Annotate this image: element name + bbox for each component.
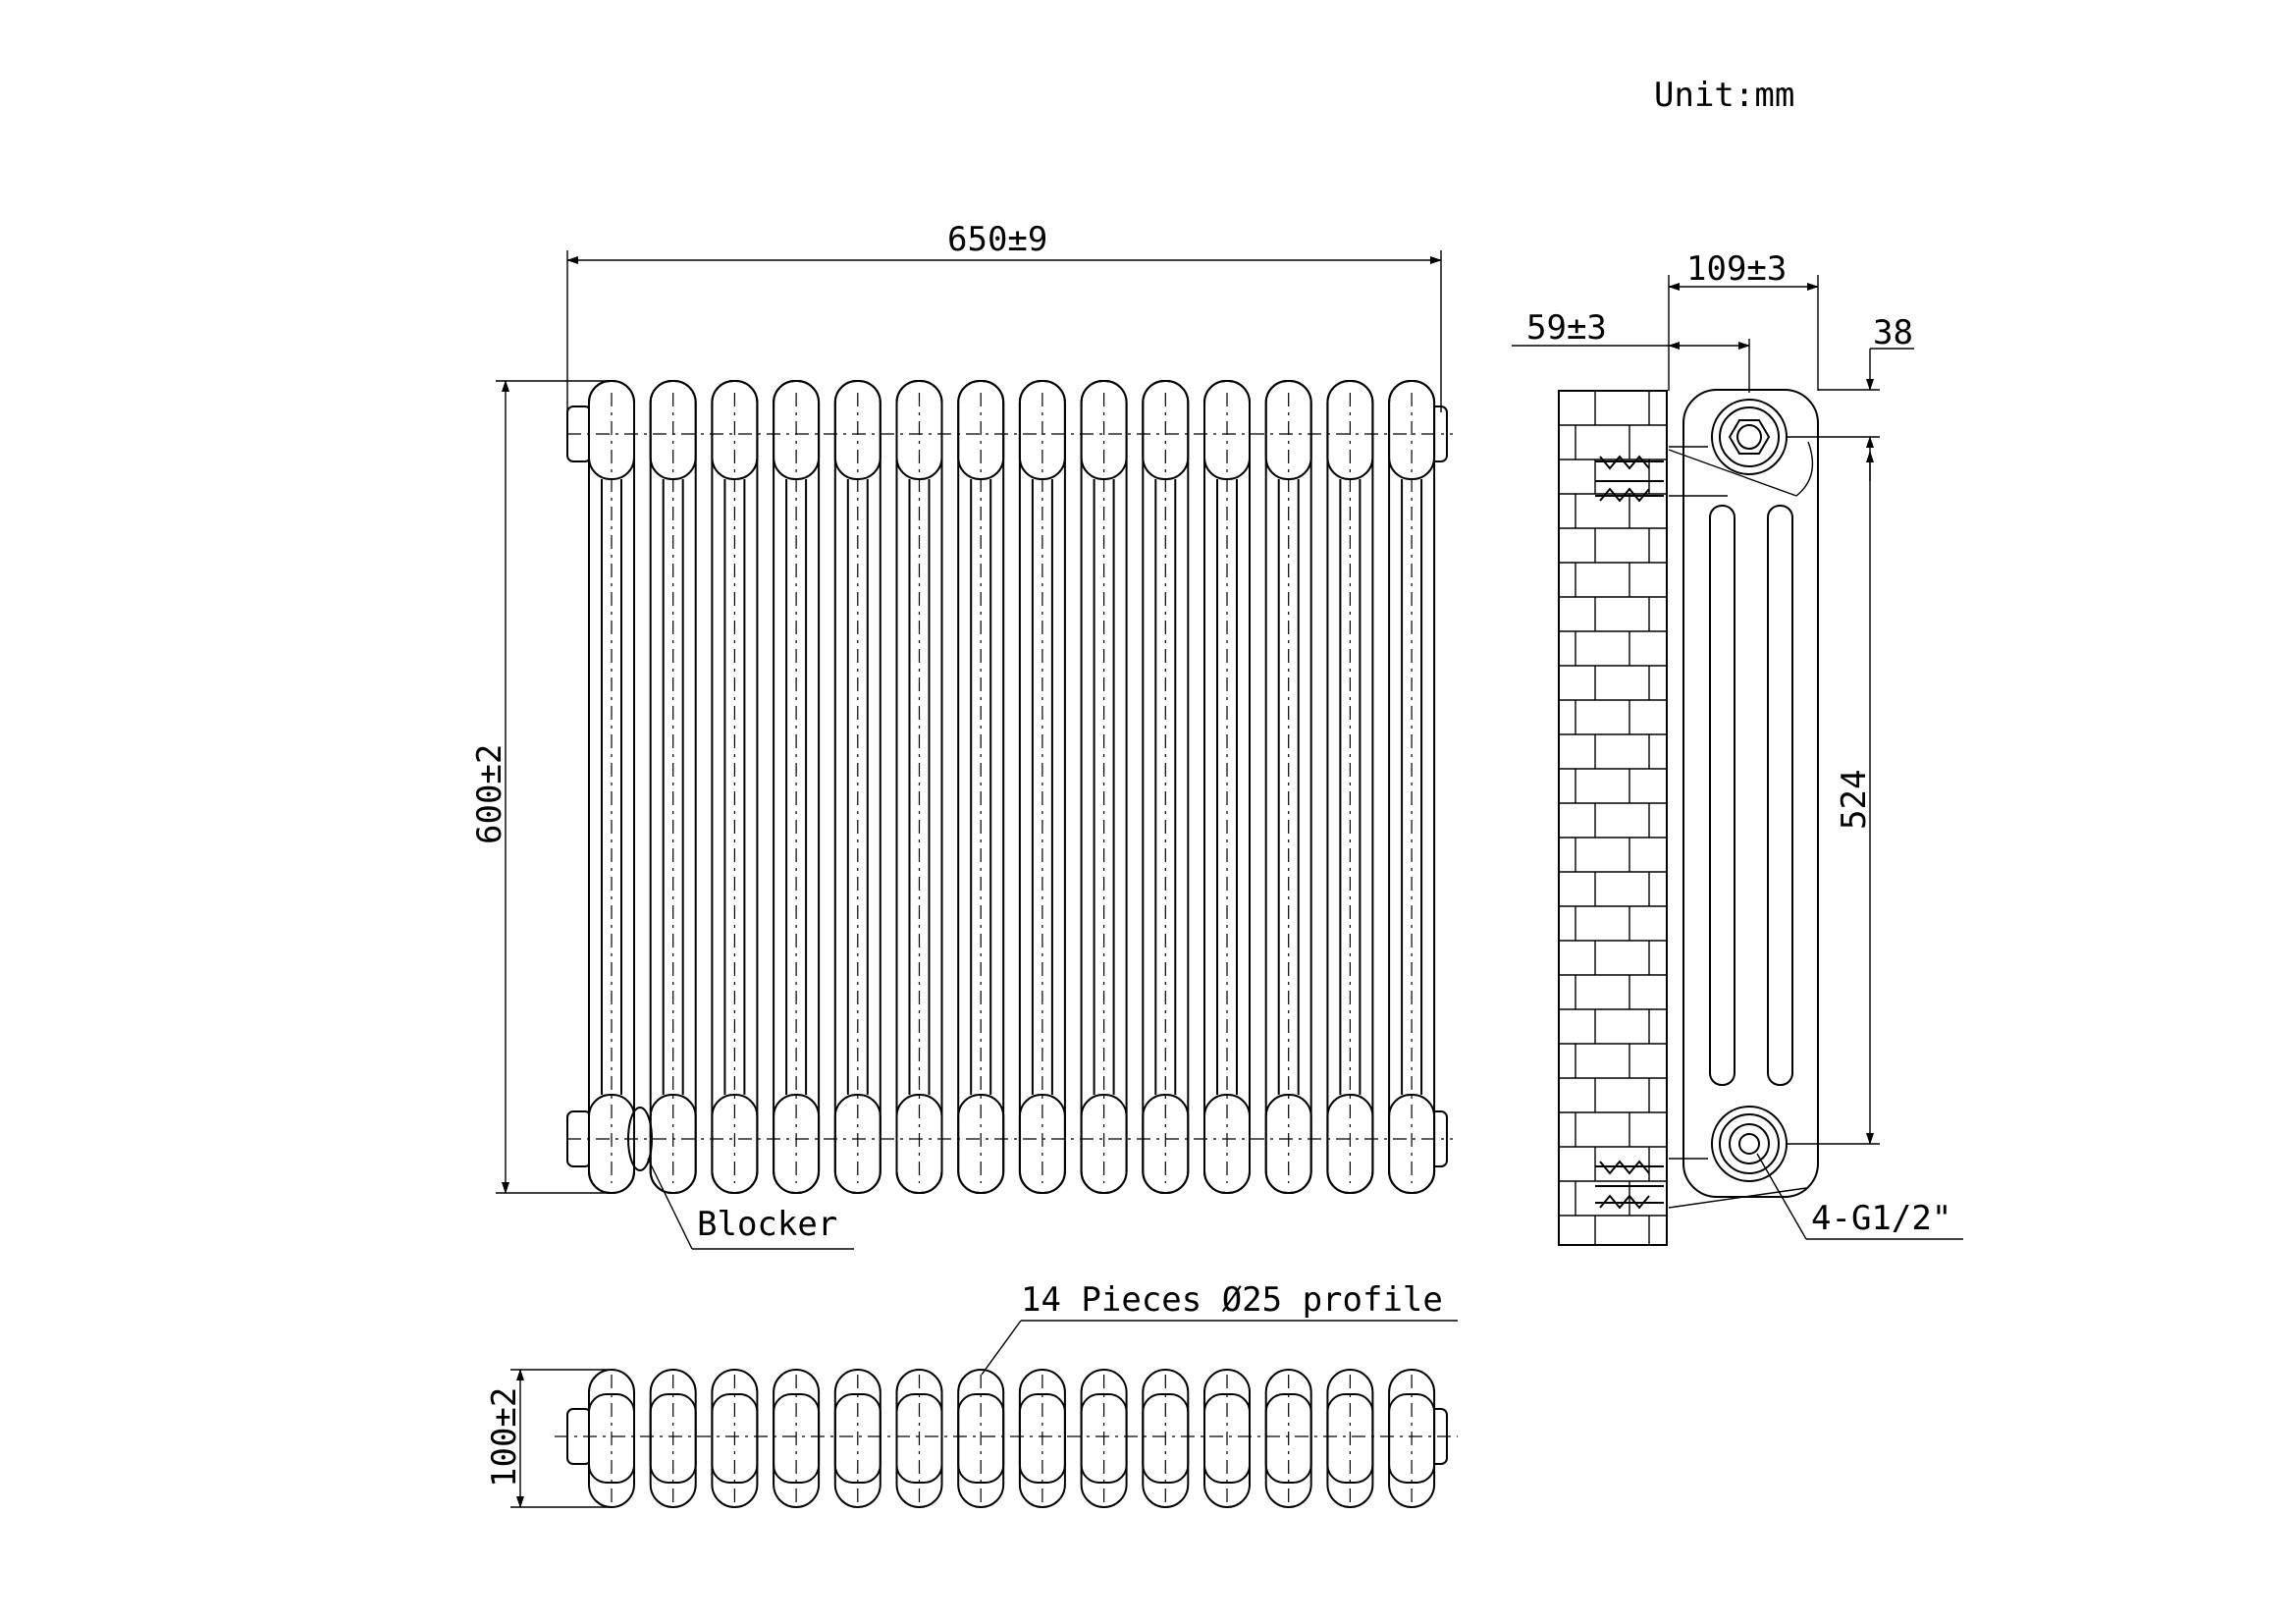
plan-column (773, 1369, 821, 1508)
height-label: 600±2 (470, 744, 509, 844)
front-column (1264, 380, 1312, 1194)
plan-column (649, 1369, 697, 1508)
width-dimension: 650±9 (566, 220, 1442, 412)
plan-depth-dimension: 100±2 (485, 1369, 609, 1508)
front-column (1142, 380, 1190, 1194)
wall (1558, 390, 1668, 1246)
plan-depth-label: 100±2 (485, 1387, 524, 1488)
blocker-callout: Blocker (627, 1107, 854, 1250)
plan-column (1264, 1369, 1312, 1508)
bottom-bracket (1595, 1158, 1807, 1210)
front-column (649, 380, 697, 1194)
side-view: 109±3 59±3 38 524 4-G1/2" (1512, 249, 1963, 1246)
side-tube-1 (1709, 505, 1735, 1086)
front-column (833, 380, 881, 1194)
side-body (1682, 389, 1819, 1198)
pipe-offset-label: 38 (1873, 313, 1913, 352)
front-column (895, 380, 943, 1194)
plan-column (711, 1369, 759, 1508)
profile-callout: 14 Pieces Ø25 profile (981, 1280, 1458, 1376)
front-column (588, 380, 635, 1194)
plan-column (957, 1369, 1005, 1508)
front-column (1018, 380, 1066, 1194)
height-dimension: 600±2 (470, 380, 609, 1194)
front-column (957, 380, 1005, 1194)
blocker-label: Blocker (697, 1205, 837, 1244)
unit-label: Unit:mm (1654, 76, 1794, 115)
width-label: 650±9 (947, 220, 1047, 259)
top-connection (1711, 399, 1788, 475)
front-column (1203, 380, 1251, 1194)
connections-label: 4-G1/2" (1811, 1199, 1951, 1238)
plan-column (833, 1369, 881, 1508)
front-view (566, 380, 1453, 1194)
wall-offset-label: 59±3 (1526, 308, 1607, 348)
plan-column (1203, 1369, 1251, 1508)
front-column (1080, 380, 1128, 1194)
depth-total-label: 109±3 (1686, 249, 1787, 289)
top-bracket (1595, 441, 1814, 503)
plan-column (1018, 1369, 1066, 1508)
plan-column (1388, 1369, 1436, 1508)
bottom-connection (1711, 1106, 1788, 1182)
wall-bricks (1559, 391, 1667, 1245)
profile-label: 14 Pieces Ø25 profile (1021, 1280, 1443, 1320)
pipe-centres-label: 524 (1835, 770, 1874, 830)
front-column (1388, 380, 1436, 1194)
plan-view (555, 1369, 1458, 1508)
plan-column (1080, 1369, 1128, 1508)
plan-column (1142, 1369, 1190, 1508)
front-column (773, 380, 821, 1194)
side-tube-2 (1767, 505, 1793, 1086)
plan-column (1326, 1369, 1374, 1508)
front-column (711, 380, 759, 1194)
plan-column (895, 1369, 943, 1508)
front-column (1326, 380, 1374, 1194)
plan-column (588, 1369, 635, 1508)
